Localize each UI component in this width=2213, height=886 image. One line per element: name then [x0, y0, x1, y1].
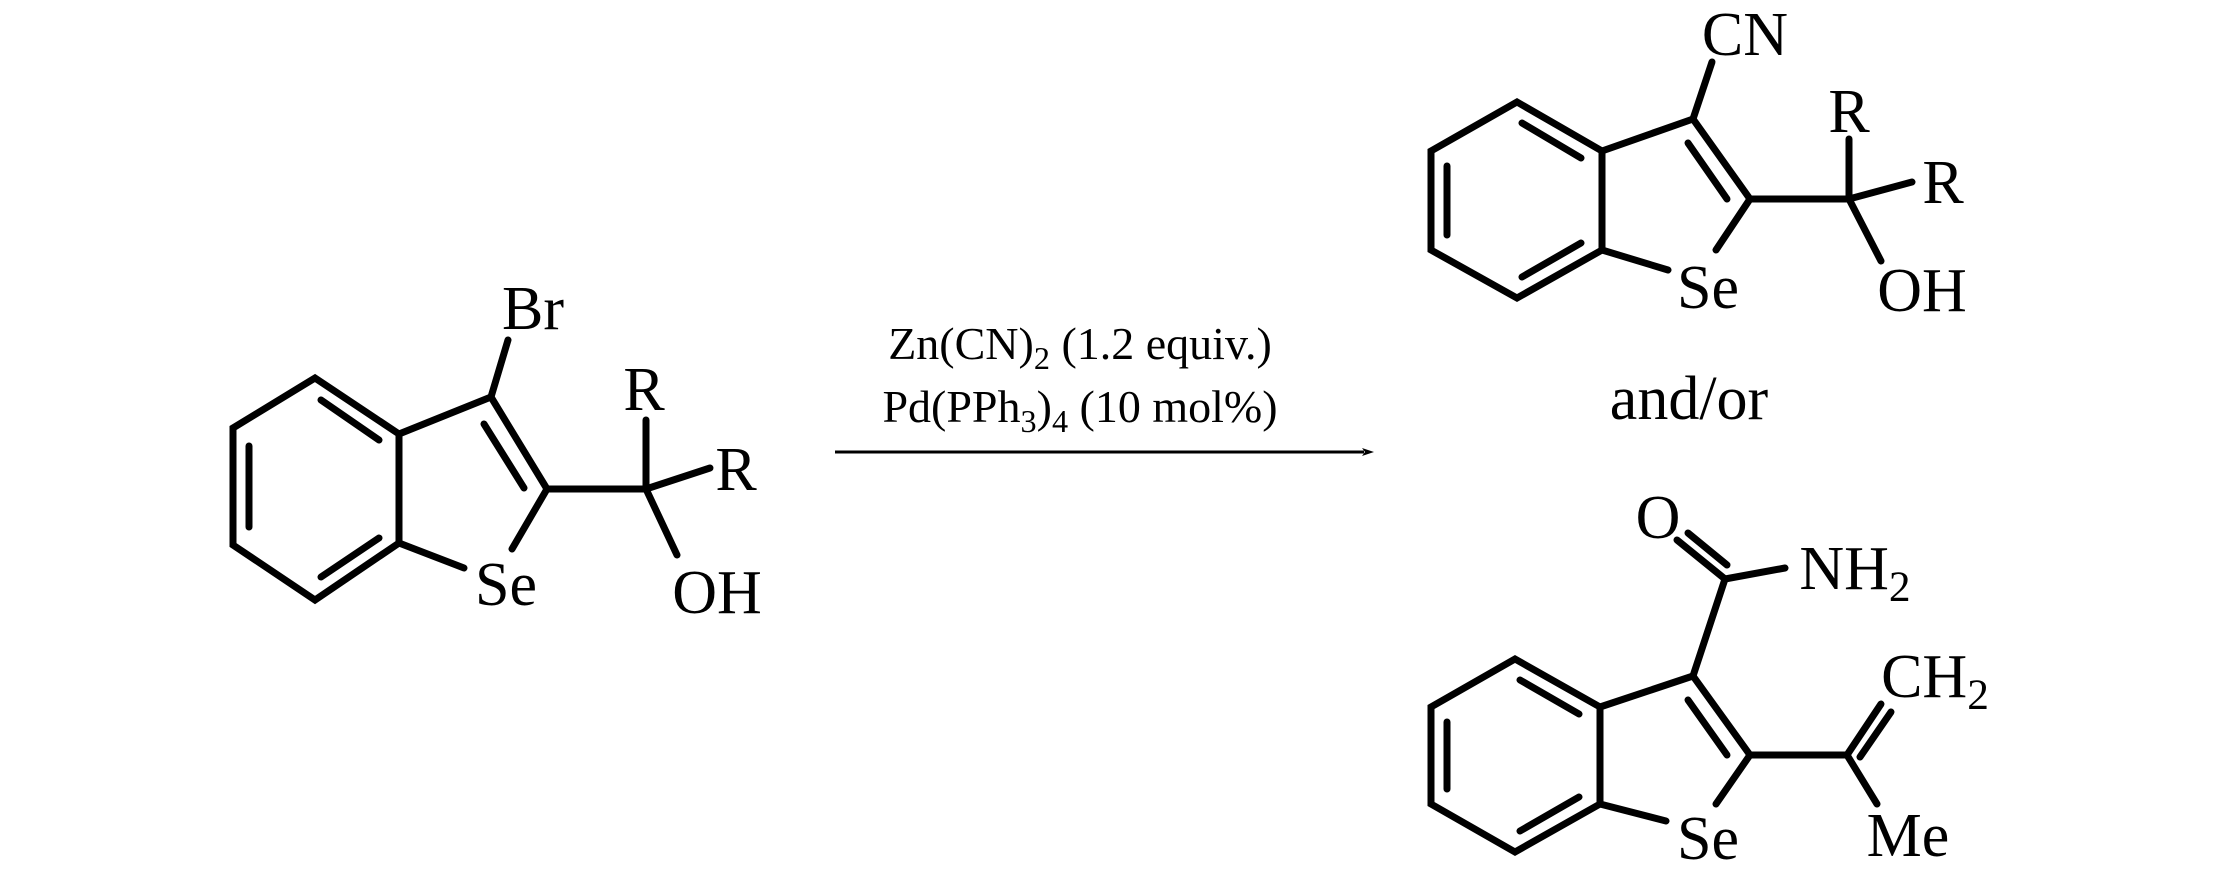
product-nitrile-molecule: Se CN R R OH [1427, 1, 1967, 325]
atom-label-o: O [1636, 484, 1681, 552]
c-r-bond [1845, 178, 1916, 203]
atom-label-nh2: NH2 [1799, 535, 1910, 611]
atom-label-me: Me [1867, 802, 1950, 870]
atom-label-se: Se [1677, 805, 1739, 873]
c-oh-bond [642, 485, 681, 559]
atom-label-se: Se [475, 551, 537, 619]
selenophene-ring [1596, 672, 1754, 825]
c-br-bond [487, 336, 512, 401]
c-oh-bond [1845, 195, 1885, 265]
c-o-double-bond [1684, 529, 1731, 569]
product-amide-molecule: Se O NH2 CH2 Me [1427, 484, 1989, 873]
atom-label-oh: OH [672, 559, 762, 627]
c-cn-bond [1689, 58, 1716, 123]
c-ch2-double-bond [1856, 708, 1895, 761]
c-o-double-bond [1673, 536, 1729, 583]
reagent-zinc-cyanide: Zn(CN)2 (1.2 equiv.) [888, 318, 1272, 376]
benzene-ring [1427, 97, 1606, 303]
atom-label-br: Br [502, 275, 564, 343]
and-or-connector: and/or [1610, 365, 1769, 433]
benzene-ring [229, 373, 403, 605]
selenophene-ring [1598, 115, 1754, 274]
atom-label-oh: OH [1877, 257, 1967, 325]
c-n-bond [1721, 564, 1789, 583]
atom-label-r: R [1828, 78, 1870, 146]
c-carbonyl-bond [1689, 575, 1729, 680]
reaction-conditions: Zn(CN)2 (1.2 equiv.) Pd(PPh3)4 (10 mol%) [835, 318, 1374, 456]
c-r-bond [642, 464, 714, 493]
atom-label-ch2: CH2 [1881, 643, 1989, 719]
reagent-palladium-catalyst: Pd(PPh3)4 (10 mol%) [882, 381, 1277, 439]
benzene-ring [1427, 654, 1604, 857]
c-me-bond [1843, 751, 1881, 808]
atom-label-se: Se [1677, 254, 1739, 322]
reactant-molecule: Se Br R R OH [229, 275, 762, 627]
atom-label-r: R [715, 436, 757, 504]
selenophene-ring [395, 393, 551, 572]
atom-label-cn: CN [1702, 1, 1788, 69]
c-ch2-double-bond [1843, 700, 1885, 759]
atom-label-r: R [623, 356, 665, 424]
atom-label-r: R [1922, 149, 1964, 217]
